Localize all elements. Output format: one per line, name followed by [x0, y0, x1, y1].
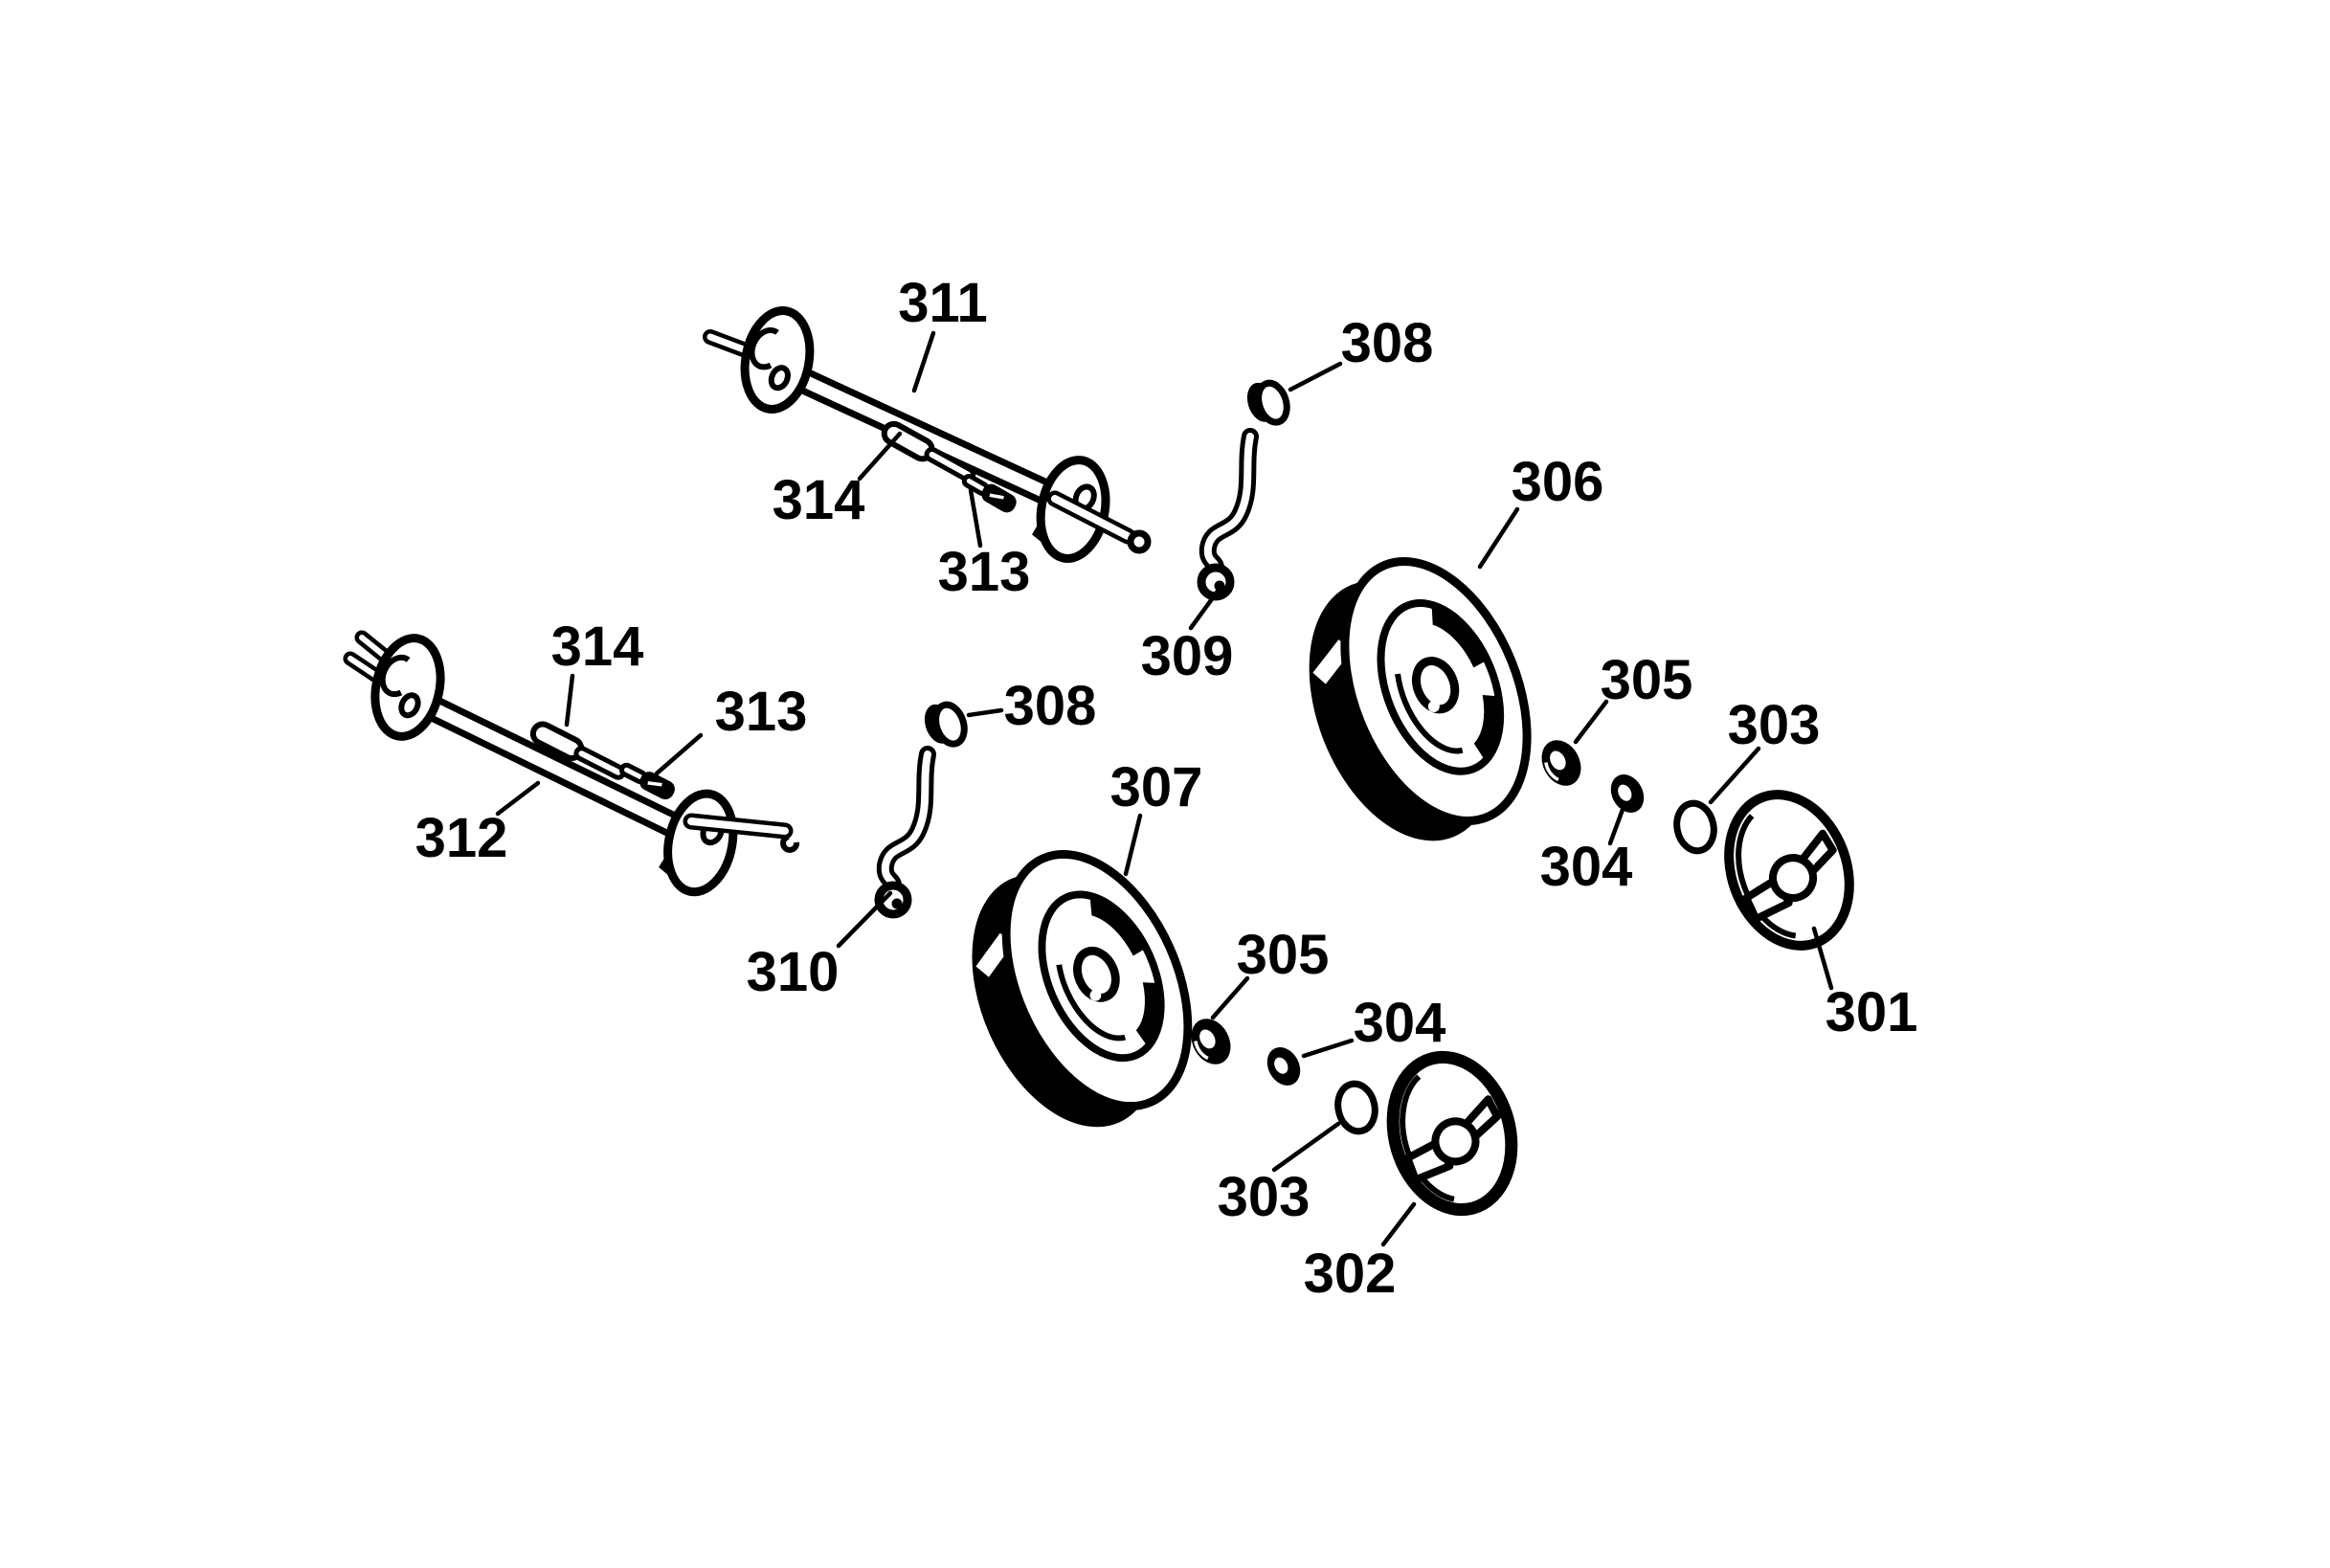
axle-stub-lower [683, 813, 800, 853]
callout-311: 311 [898, 272, 988, 334]
callout-305-lower: 305 [1237, 924, 1330, 986]
axle-stub-upper [1046, 490, 1152, 554]
callout-303-lower: 303 [1218, 1166, 1311, 1228]
leader-301 [1811, 926, 1834, 991]
washer-304-upper [1604, 768, 1650, 819]
leader-310 [836, 890, 893, 949]
leader-309 [1188, 583, 1224, 631]
callout-304-lower: 304 [1354, 992, 1446, 1054]
callout-307: 307 [1110, 756, 1203, 818]
leader-311 [911, 330, 936, 393]
leader-313-lower [654, 732, 704, 776]
callout-308-lower: 308 [1004, 675, 1097, 737]
leader-307 [1123, 813, 1143, 877]
callout-314-upper: 314 [773, 469, 865, 531]
callout-314-lower: 314 [551, 616, 644, 678]
hub-cap-302-rim [1386, 1050, 1518, 1217]
washer-304-lower [1261, 1041, 1307, 1092]
callout-302: 302 [1304, 1243, 1397, 1305]
leader-302 [1380, 1201, 1417, 1247]
axle-assembly-311 [710, 291, 1140, 578]
leader-lines [495, 330, 1834, 1247]
callout-312: 312 [415, 807, 508, 869]
snap-ring-303-lower [1333, 1081, 1379, 1135]
callout-306: 306 [1512, 451, 1604, 513]
leader-313-upper [968, 487, 983, 549]
cap-308-upper [1243, 376, 1291, 430]
leader-304-upper [1607, 804, 1626, 846]
leader-308-upper [1288, 361, 1343, 392]
leader-308-lower [966, 707, 1004, 718]
bushing-305-upper [1532, 731, 1591, 795]
cap-308-lower [920, 698, 969, 751]
callout-304-upper: 304 [1540, 836, 1633, 898]
callout-305-upper: 305 [1601, 649, 1693, 711]
callout-313-lower: 313 [715, 681, 808, 743]
lever-310 [879, 754, 928, 914]
leader-312 [495, 780, 541, 817]
leader-304-lower [1301, 1038, 1355, 1059]
leader-303-upper [1708, 746, 1761, 805]
leader-314-upper [857, 431, 903, 482]
callout-313-upper: 313 [938, 541, 1031, 603]
leader-305-upper [1573, 699, 1609, 745]
lever-309 [1201, 437, 1250, 596]
leader-303-lower [1271, 1121, 1341, 1173]
leader-305-lower [1210, 975, 1250, 1020]
snap-ring-303-upper [1672, 800, 1718, 855]
hub-cap-301 [1709, 777, 1870, 962]
callout-301: 301 [1826, 981, 1918, 1043]
wheel-306 [1275, 534, 1563, 862]
callout-308-upper: 308 [1341, 312, 1434, 374]
callout-310: 310 [747, 941, 840, 1003]
callout-309: 309 [1141, 625, 1234, 687]
leader-306 [1477, 506, 1520, 570]
wheel-307 [936, 826, 1224, 1151]
callout-303-upper: 303 [1728, 694, 1821, 756]
leader-314-lower [564, 673, 575, 728]
